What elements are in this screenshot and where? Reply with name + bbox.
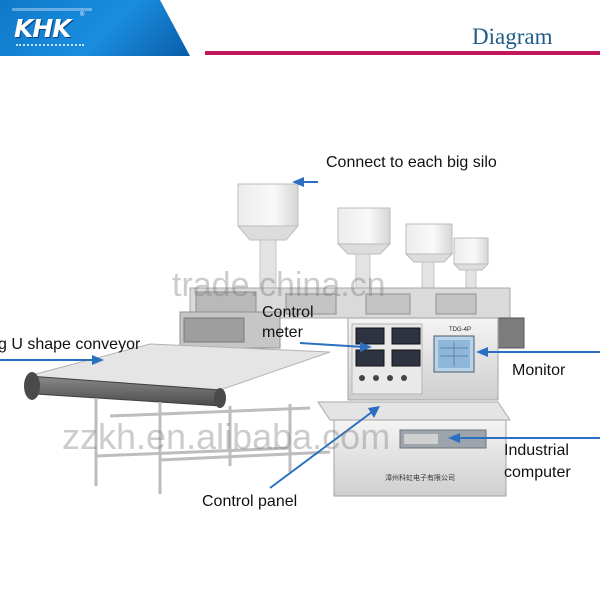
belt-conveyor — [24, 343, 331, 494]
control-meter-label-line2: meter — [262, 324, 303, 341]
company-plate: 漳州科虹电子有限公司 — [385, 473, 455, 482]
brand-logo: KHK — [14, 14, 72, 43]
control-meter-label-line1: Control — [262, 304, 314, 321]
computer-arrow — [448, 433, 600, 443]
brand-tagline-bar — [12, 8, 92, 11]
brand-subtitle-dots — [16, 44, 84, 50]
callout-arrows — [0, 177, 600, 489]
page-title: Diagram — [472, 24, 553, 49]
monitor-arrow — [476, 347, 600, 357]
panel-model-tag: TDG-4P — [449, 327, 471, 333]
control-cabinet: TDG-4P — [347, 317, 499, 401]
control-meter-arrow — [299, 342, 372, 352]
page-header: KHK ® Diagram — [0, 0, 600, 56]
conveyor-arrow — [0, 355, 104, 365]
machine-diagram: TDG-4P 漳州科虹电子有限公司 — [0, 56, 600, 600]
trademark-mark: ® — [80, 12, 85, 18]
silo-arrow — [292, 177, 318, 187]
silo-hoppers — [236, 183, 490, 305]
conveyor-label: g U shape conveyor — [0, 336, 141, 353]
silo-label: Connect to each big silo — [326, 154, 497, 171]
brand-banner: KHK ® — [0, 0, 190, 56]
header-divider-line — [205, 51, 600, 55]
computer-label-line2: computer — [504, 464, 571, 481]
machine-illustration: TDG-4P 漳州科虹电子有限公司 — [0, 177, 600, 497]
watermark-bottom: zzkh.en.alibaba.com — [62, 416, 391, 457]
control-panel-label: Control panel — [202, 493, 298, 510]
weighing-units — [179, 287, 525, 349]
hopper-3 — [404, 223, 454, 303]
computer-label-line1: Industrial — [504, 442, 569, 459]
watermark-top: trade.china.cn — [172, 266, 386, 304]
hopper-1 — [236, 183, 300, 301]
hopper-4 — [452, 237, 490, 301]
conveyor-frame — [94, 398, 331, 494]
monitor-label: Monitor — [512, 362, 566, 379]
control-panel-arrow — [269, 406, 380, 489]
